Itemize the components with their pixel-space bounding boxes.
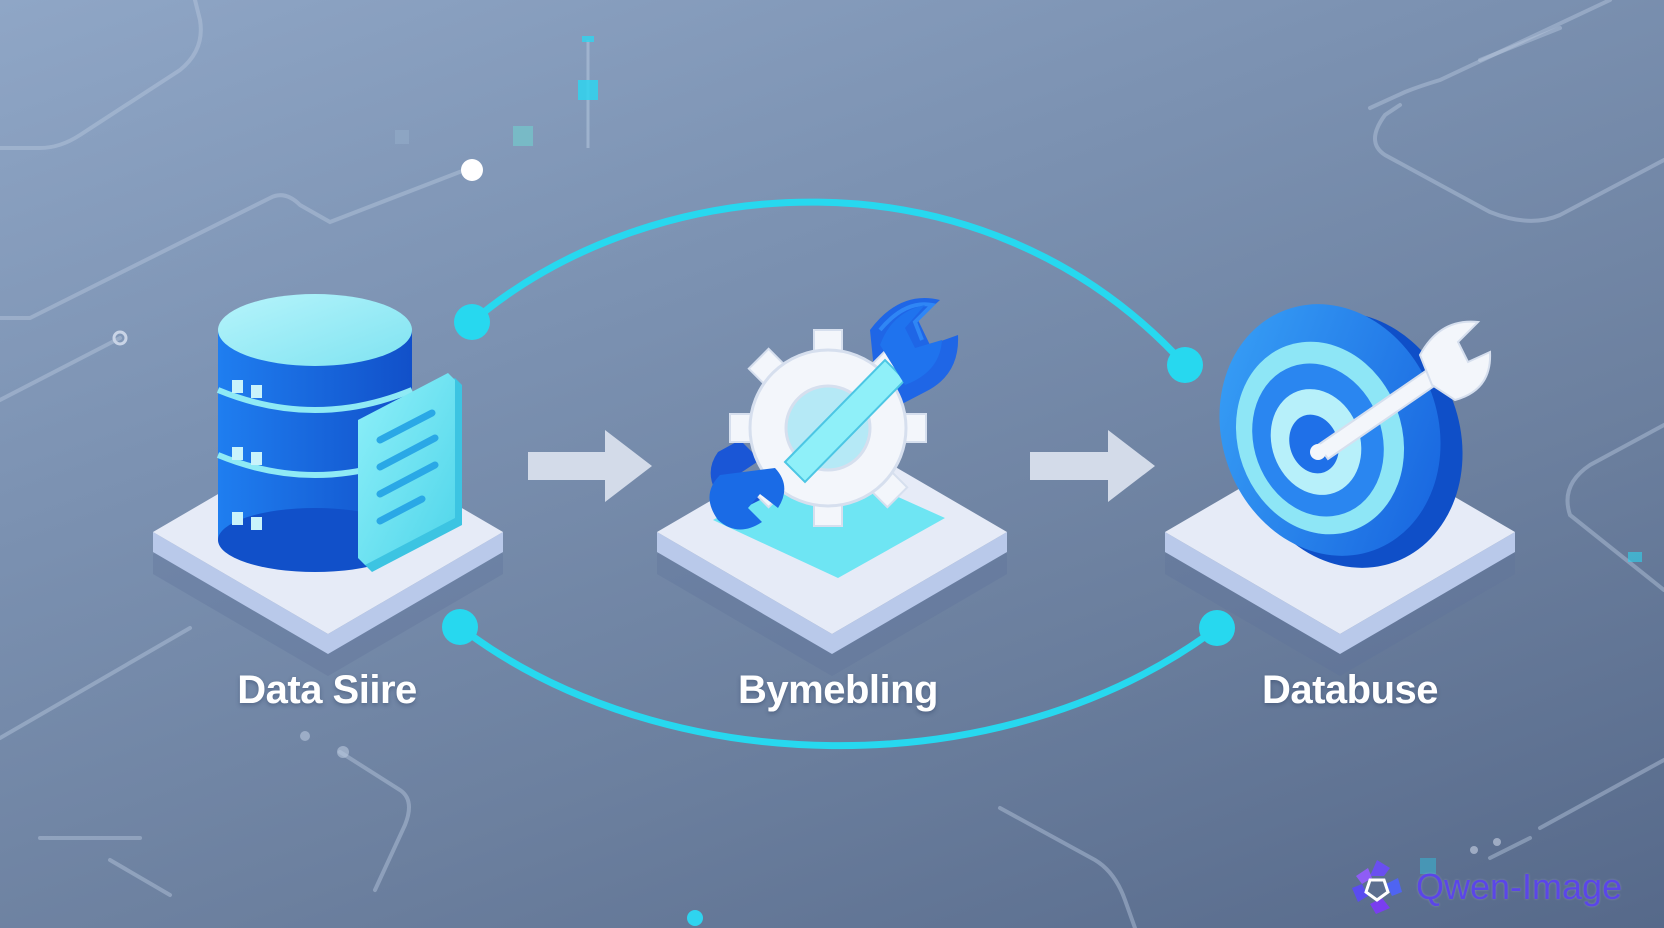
bg-dot bbox=[687, 910, 703, 926]
bg-line bbox=[0, 166, 472, 320]
bg-dot bbox=[300, 731, 310, 741]
target-wrench-icon bbox=[1219, 304, 1492, 568]
bg-line bbox=[0, 336, 122, 402]
bg-line bbox=[0, 626, 192, 740]
edge-arc-top bbox=[468, 198, 1189, 369]
gear-wrench-icon bbox=[709, 298, 959, 530]
bg-line bbox=[1368, 0, 1612, 110]
database-document-icon bbox=[216, 294, 462, 572]
bg-square bbox=[513, 126, 533, 146]
qwen-logo-icon bbox=[1352, 860, 1402, 914]
bg-line bbox=[1373, 103, 1664, 223]
edge-arc-bottom bbox=[456, 623, 1221, 750]
bg-dot bbox=[461, 159, 483, 181]
bg-line bbox=[338, 750, 411, 892]
bg-dot bbox=[1493, 838, 1501, 846]
bg-dot bbox=[337, 746, 349, 758]
bg-square bbox=[395, 130, 409, 144]
bg-line bbox=[0, 0, 203, 150]
bg-line bbox=[1478, 26, 1562, 62]
bg-line bbox=[108, 858, 172, 897]
bg-square bbox=[1628, 552, 1642, 562]
node-target bbox=[1165, 304, 1515, 676]
edge-endpoint bbox=[1199, 610, 1235, 646]
node-label-target: Databuse bbox=[1261, 668, 1439, 712]
edge-endpoint bbox=[442, 609, 478, 645]
bg-square bbox=[582, 36, 594, 42]
bg-square bbox=[578, 80, 598, 100]
watermark: Qwen-Image bbox=[1346, 852, 1622, 922]
node-label-process: Bymebling bbox=[738, 668, 938, 712]
edge-endpoint bbox=[454, 304, 490, 340]
arrow-process-to-target bbox=[1030, 430, 1155, 502]
bg-line bbox=[1488, 836, 1532, 860]
edge-endpoint bbox=[1167, 347, 1203, 383]
node-label-source: Data Siire bbox=[237, 668, 417, 712]
bg-dot bbox=[1470, 846, 1478, 854]
bg-dot bbox=[112, 330, 128, 346]
bg-line bbox=[1565, 423, 1664, 592]
arrow-source-to-process bbox=[528, 430, 652, 502]
bg-line bbox=[1538, 758, 1664, 830]
bg-line bbox=[998, 806, 1137, 928]
node-process bbox=[657, 298, 1007, 676]
bg-square bbox=[1420, 858, 1436, 874]
watermark-text: Qwen-Image bbox=[1416, 866, 1623, 907]
node-source bbox=[153, 294, 503, 676]
